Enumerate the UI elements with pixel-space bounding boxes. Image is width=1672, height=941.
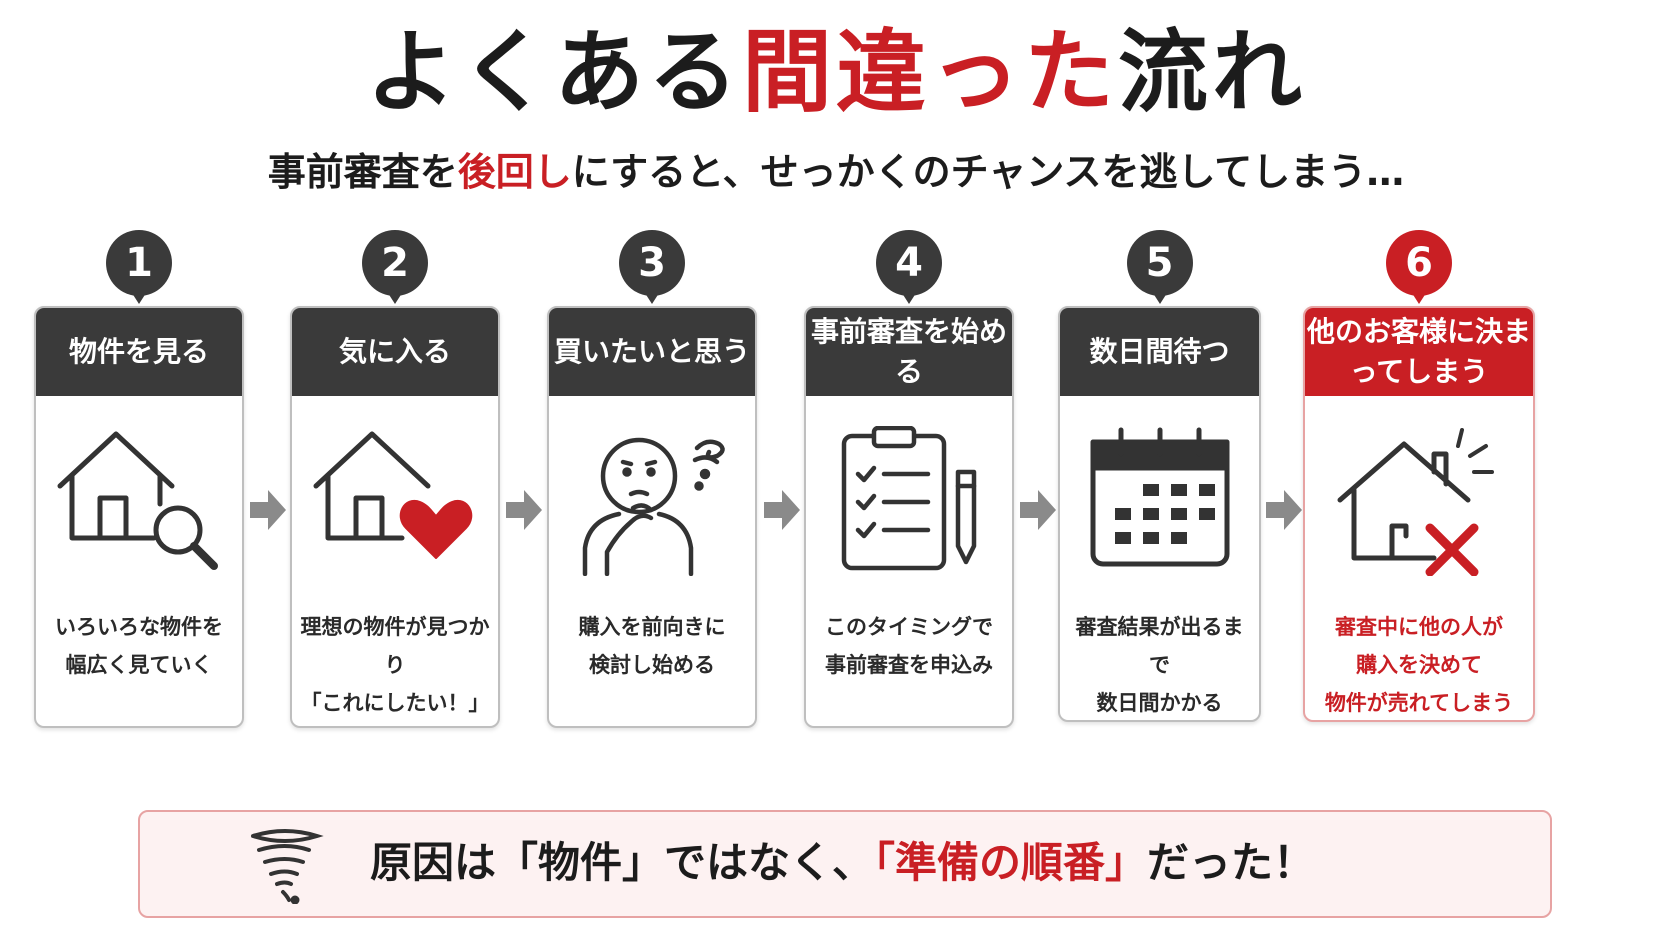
step-title: 気に入る [292,308,498,396]
step-card: 事前審査を始める このタイミングで 事前審査を申込み [804,306,1014,728]
description-line: 「これにしたい！」と [300,691,490,715]
step-card: 他のお客様に決まってしまう 審査中に他の人が 購入を決めて 物件が売れてしまう [1303,306,1535,722]
step-number-badge: 4 [876,230,942,296]
conclusion-text-start: 原因は「物件」ではなく、 [370,838,875,887]
subtitle-text-end: にすると、せっかくのチャンスを逃してしまう… [571,150,1405,194]
step-title: 事前審査を始める [806,308,1012,396]
step-title: 数日間待つ [1060,308,1259,396]
arrow-right-icon [1020,488,1056,532]
step-title: 他のお客様に決まってしまう [1305,308,1533,396]
conclusion-highlight: 「準備の順番」 [874,838,1148,887]
title-highlight: 間違った [742,20,1118,125]
step-number-badge: 2 [362,230,428,296]
step-number-badge: 3 [619,230,685,296]
step-number-badge: 1 [106,230,172,296]
conclusion-banner: 原因は「物件」ではなく、「準備の順番」だった！ [138,810,1552,918]
arrow-right-icon [506,488,542,532]
description-line: 物件が売れてしまう [1324,691,1514,715]
step-description: 審査結果が出るまで 数日間かかる [1066,608,1253,720]
title-text: よくある [366,20,742,125]
description-line: 理想の物件が見つかり [300,615,490,677]
description-line: いろいろな物件を [55,615,223,639]
arrow-right-icon [764,488,800,532]
subtitle-text: 事前審査を [267,150,458,194]
step-number-badge: 5 [1126,230,1193,296]
step-card: 物件を見る いろいろな物件を 幅広く見ていく [34,306,244,728]
page-subtitle: 事前審査を後回しにすると、せっかくのチャンスを逃してしまう… [0,146,1672,198]
description-line: 幅広く見ていく [65,653,213,677]
description-line: 事前審査を申込み [825,653,993,677]
step-description: 審査中に他の人が 購入を決めて 物件が売れてしまう [1311,608,1527,720]
calendar-icon [1060,426,1259,596]
step-description: 理想の物件が見つかり 「これにしたい！」と 思う [298,608,492,726]
description-line: 数日間かかる [1096,691,1223,715]
house-cross-icon [1305,426,1533,596]
conclusion-text-end: だった！ [1147,838,1316,887]
description-line: このタイミングで [825,615,993,639]
step-description: このタイミングで 事前審査を申込み [812,608,1006,684]
step-description: 購入を前向きに 検討し始める [555,608,749,684]
house-search-icon [36,426,242,596]
step-card: 気に入る 理想の物件が見つかり 「これにしたい！」と 思う [290,306,500,728]
description-line: 審査結果が出るまで [1075,615,1244,677]
step-card: 買いたいと思う 購入を前向きに 検討し始める [547,306,757,728]
page-title: よくある間違った流れ [0,18,1672,128]
step-title: 物件を見る [36,308,242,396]
clipboard-checklist-icon [806,426,1012,596]
step-title: 買いたいと思う [549,308,755,396]
description-line: 購入を決めて [1356,653,1482,677]
arrow-right-icon [1266,488,1302,532]
subtitle-highlight: 後回し [457,150,572,194]
house-heart-icon [292,426,498,596]
step-number-badge: 6 [1386,230,1452,296]
step-description: いろいろな物件を 幅広く見ていく [42,608,236,684]
step-card: 数日間待つ 審査結果が出るまで 数日間かかる [1058,306,1261,722]
thinking-person-icon [549,426,755,596]
description-line: 検討し始める [589,653,715,677]
description-line: 審査中に他の人が [1335,615,1503,639]
tornado-icon [245,824,325,908]
title-text-end: 流れ [1118,20,1306,125]
conclusion-text: 原因は「物件」ではなく、「準備の順番」だった！ [370,834,1315,892]
description-line: 購入を前向きに [578,615,726,639]
arrow-right-icon [250,488,286,532]
